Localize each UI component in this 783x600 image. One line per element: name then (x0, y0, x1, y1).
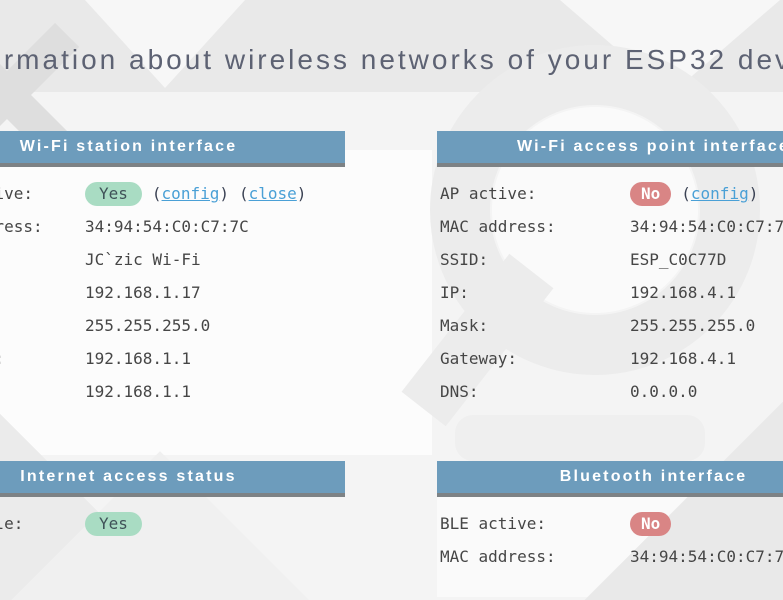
watermark-panel-backdrop (0, 150, 432, 455)
info-row: IP:192.168.1.17 (0, 276, 345, 309)
info-row: SSID: ESP_C0C77D (437, 243, 783, 276)
row-value: 192.168.1.1 (85, 349, 191, 368)
row-value: 255.255.255.0 (85, 316, 210, 335)
row-label: Available: (0, 514, 24, 533)
row-value: 34:94:54:C0:C7:7C (85, 217, 249, 236)
row-label: STA active: (0, 184, 33, 203)
panels-row-top: Wi-Fi station interfaceSTA active:Yes(co… (0, 131, 783, 408)
paren-close: ) (296, 184, 307, 203)
row-label: Gateway: (440, 349, 518, 368)
panel-header-bluetooth: Bluetooth interface (437, 461, 783, 497)
panel-wifi-station: Wi-Fi station interfaceSTA active:Yes(co… (0, 131, 345, 408)
info-row: IP: 192.168.4.1 (437, 276, 783, 309)
watermark-triangle (85, 0, 245, 88)
config-link-group: (config) (681, 184, 758, 203)
status-badge: No (630, 181, 672, 206)
paren-open: ( (238, 184, 249, 203)
row-value: No (630, 511, 672, 536)
info-row: Gateway:192.168.1.1 (0, 342, 345, 375)
info-row: BLE active: No (437, 507, 783, 540)
info-row: Mask: 255.255.255.0 (437, 309, 783, 342)
row-value-text: 34:94:54:C0:C7:7D (630, 217, 783, 236)
row-value: Yes(config)(close) (85, 181, 306, 206)
row-label: DNS: (0, 382, 85, 401)
row-value: 0.0.0.0 (630, 382, 697, 401)
row-value: Yes (85, 511, 142, 536)
info-row: SSID:JC`zic Wi-Fi (0, 243, 345, 276)
status-badge: No (630, 511, 672, 536)
row-value-text: 192.168.1.17 (85, 283, 201, 302)
config-link[interactable]: config (161, 184, 220, 203)
row-value-text: JC`zic Wi-Fi (85, 250, 201, 269)
status-badge: Yes (85, 181, 142, 206)
panel-rows: STA active:Yes(config)(close)MAC address… (0, 177, 345, 408)
row-value-text: 192.168.4.1 (630, 349, 736, 368)
row-label: SSID: (0, 250, 85, 269)
config-link[interactable]: config (690, 184, 749, 203)
row-label: MAC address: (0, 217, 43, 236)
info-row: MAC address: 34:94:54:C0:C7:7D (437, 210, 783, 243)
panel-rows: Available: Yes (0, 507, 345, 540)
row-value-text: 34:94:54:C0:C7:7C (85, 217, 249, 236)
info-row: MAC address: 34:94:54:C0:C7:7C (0, 210, 345, 243)
row-value: JC`zic Wi-Fi (85, 250, 201, 269)
row-label: IP: (440, 283, 469, 302)
row-value-text: 255.255.255.0 (85, 316, 211, 335)
info-row: DNS:192.168.1.1 (0, 375, 345, 408)
status-badge: Yes (85, 511, 142, 536)
row-value-text: 192.168.1.1 (85, 349, 191, 368)
watermark-foot (455, 415, 705, 461)
info-row: AP active: No (config) (437, 177, 783, 210)
row-label: Mask: (440, 316, 489, 335)
row-label: DNS: (440, 382, 479, 401)
row-value: No (config) (630, 181, 758, 206)
info-row: DNS: 0.0.0.0 (437, 375, 783, 408)
row-label: MAC address: (440, 217, 556, 236)
paren-close: ) (219, 184, 229, 203)
panel-header-wifi-station: Wi-Fi station interface (0, 131, 345, 167)
page-title: Information about wireless networks of y… (0, 44, 783, 75)
row-value: 192.168.4.1 (630, 349, 736, 368)
row-value-text: 0.0.0.0 (630, 382, 698, 401)
panel-internet-access: Internet access statusAvailable: Yes (0, 461, 345, 573)
info-row: MAC address: 34:94:54:C0:C7:7E (437, 540, 783, 573)
row-value: 34:94:54:C0:C7:7D (630, 217, 783, 236)
paren-open: ( (151, 184, 162, 203)
paren-open: ( (681, 184, 691, 203)
row-value: 255.255.255.0 (630, 316, 755, 335)
row-value-text: ESP_C0C77D (630, 250, 727, 269)
row-label: BLE active: (440, 514, 546, 533)
row-value: 34:94:54:C0:C7:7E (630, 547, 783, 566)
info-row: Mask:255.255.255.0 (0, 309, 345, 342)
panel-header-wifi-access-point: Wi-Fi access point interface (437, 131, 783, 167)
row-value: 192.168.1.1 (85, 382, 191, 401)
row-value: 192.168.4.1 (630, 283, 736, 302)
row-value-text: 34:94:54:C0:C7:7E (630, 547, 783, 566)
panel-header-internet-access: Internet access status (0, 461, 345, 497)
row-value-text: 192.168.4.1 (630, 283, 736, 302)
info-row: Gateway: 192.168.4.1 (437, 342, 783, 375)
row-value: 192.168.1.17 (85, 283, 201, 302)
panel-rows: AP active: No (config) MAC address: 34:94:54… (437, 177, 783, 408)
close-link[interactable]: close (248, 184, 297, 203)
row-value-text: 192.168.1.1 (85, 382, 191, 401)
row-value-text: 255.255.255.0 (630, 316, 756, 335)
info-row: Available: Yes (0, 507, 345, 540)
config-link-group: (config) (152, 184, 229, 203)
row-label: SSID: (440, 250, 489, 269)
info-row: STA active:Yes(config)(close) (0, 177, 345, 210)
row-label: Gateway: (0, 349, 85, 368)
row-label: Mask: (0, 316, 85, 335)
panel-wifi-access-point: Wi-Fi access point interface AP active: No… (437, 131, 783, 408)
paren-close: ) (748, 184, 759, 203)
panels-row-bottom: Internet access statusAvailable: Yes Bluet… (0, 461, 783, 573)
row-label: AP active: (440, 184, 537, 203)
row-label: MAC address: (440, 547, 556, 566)
row-value: ESP_C0C77D (630, 250, 726, 269)
close-link-group: (close) (239, 184, 306, 203)
row-label: IP: (0, 283, 85, 302)
